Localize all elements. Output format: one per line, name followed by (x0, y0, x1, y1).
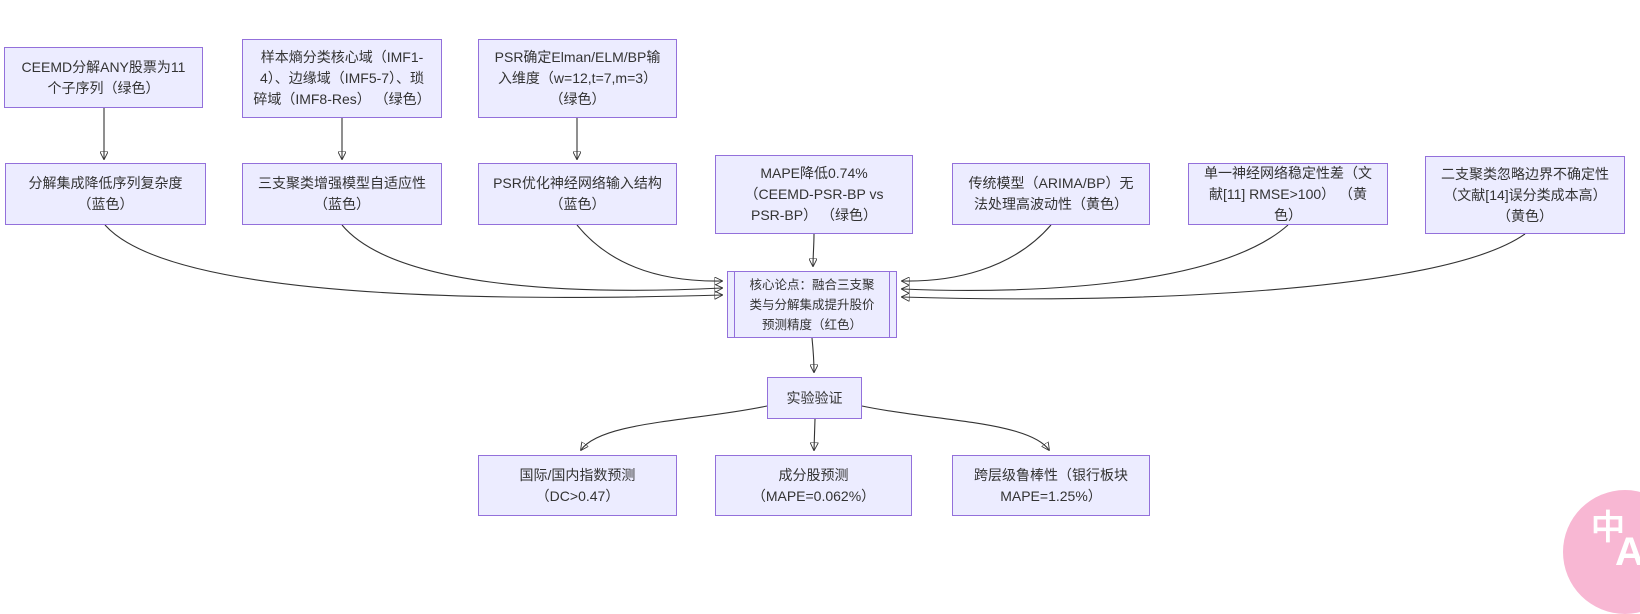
node-label: 二支聚类忽略边界不确定性（文献[14]误分类成本高）（黄色） (1441, 165, 1609, 224)
node-label: 样本熵分类核心域（IMF1-4）、边缘域（IMF5-7）、琐碎域（IMF8-Re… (253, 49, 431, 107)
node-ceemd-decomposition: CEEMD分解ANY股票为11个子序列（绿色） (4, 47, 203, 108)
edge-m4-core (813, 233, 814, 266)
edge-m6-core (902, 224, 1289, 290)
node-experimental-validation: 实验验证 (767, 377, 862, 419)
node-label: 分解集成降低序列复杂度（蓝色） (28, 175, 183, 212)
edge-verify-b1 (581, 405, 768, 450)
node-label: 实验验证 (786, 389, 843, 406)
node-constituent-stock-prediction: 成分股预测（MAPE=0.062%） (715, 455, 912, 516)
node-mape-reduction: MAPE降低0.74%（CEEMD-PSR-BP vs PSR-BP） （绿色） (715, 155, 913, 234)
translate-zh-glyph: 中 (1591, 509, 1625, 547)
edge-m5-core (902, 224, 1052, 281)
node-label: PSR优化神经网络输入结构（蓝色） (493, 175, 662, 212)
translate-badge-button[interactable]: 中 A (1563, 490, 1640, 614)
translate-en-glyph: A (1615, 530, 1640, 574)
node-decomposition-reduces-complexity: 分解集成降低序列复杂度（蓝色） (5, 163, 206, 225)
node-label: 三支聚类增强模型自适应性（蓝色） (258, 175, 426, 212)
node-label: 成分股预测（MAPE=0.062%） (751, 466, 876, 504)
edge-verify-b2 (814, 418, 815, 450)
edge-verify-b3 (861, 405, 1049, 450)
node-label: 传统模型（ARIMA/BP）无法处理高波动性（黄色） (968, 175, 1134, 212)
node-two-way-clustering-limitation: 二支聚类忽略边界不确定性（文献[14]误分类成本高）（黄色） (1425, 156, 1625, 234)
node-psr-optimizes-input-structure: PSR优化神经网络输入结构（蓝色） (478, 163, 677, 225)
node-psr-input-dimension: PSR确定Elman/ELM/BP输入维度（w=12,t=7,m=3） （绿色） (478, 39, 677, 118)
node-traditional-model-limitation: 传统模型（ARIMA/BP）无法处理高波动性（黄色） (952, 163, 1150, 225)
node-sample-entropy-classification: 样本熵分类核心域（IMF1-4）、边缘域（IMF5-7）、琐碎域（IMF8-Re… (242, 39, 442, 118)
edge-m3-core (576, 224, 722, 281)
node-core-thesis: 核心论点：融合三支聚类与分解集成提升股价预测精度（红色） (727, 271, 897, 338)
node-label: 单一神经网络稳定性差（文献[11] RMSE>100） （黄色） (1204, 164, 1372, 223)
node-label: PSR确定Elman/ELM/BP输入维度（w=12,t=7,m=3） （绿色） (494, 49, 661, 107)
edge-core-verify (812, 337, 814, 372)
node-label: CEEMD分解ANY股票为11个子序列（绿色） (21, 58, 186, 96)
edge-m2-core (341, 224, 722, 290)
edge-m1-core (104, 224, 722, 297)
node-single-nn-instability: 单一神经网络稳定性差（文献[11] RMSE>100） （黄色） (1188, 163, 1388, 225)
node-three-way-clustering-adaptivity: 三支聚类增强模型自适应性（蓝色） (242, 163, 442, 225)
node-label: MAPE降低0.74%（CEEMD-PSR-BP vs PSR-BP） （绿色） (744, 165, 884, 223)
node-label: 核心论点：融合三支聚类与分解集成提升股价预测精度（红色） (749, 277, 875, 332)
node-index-prediction: 国际/国内指数预测（DC>0.47） (478, 455, 677, 516)
node-label: 跨层级鲁棒性（银行板块 MAPE=1.25%） (974, 466, 1128, 504)
flowchart-canvas: CEEMD分解ANY股票为11个子序列（绿色） 样本熵分类核心域（IMF1-4）… (4, 39, 1640, 614)
edge-m7-core (902, 233, 1526, 299)
node-label: 国际/国内指数预测（DC>0.47） (519, 466, 636, 504)
node-cross-level-robustness: 跨层级鲁棒性（银行板块 MAPE=1.25%） (952, 455, 1150, 516)
